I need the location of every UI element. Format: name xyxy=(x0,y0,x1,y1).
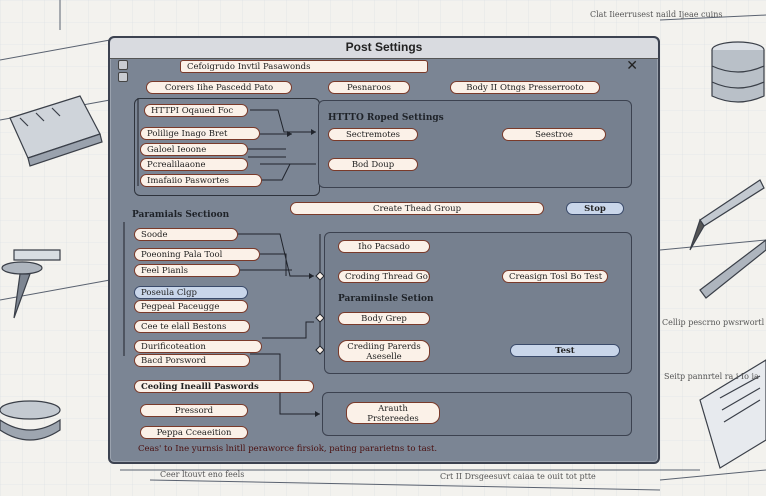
invalid-panel-item[interactable]: Arauth Prstereedes xyxy=(346,402,440,424)
post-settings-window: Post Settings ✕ Cefoigrudo Invtil Pasawo… xyxy=(108,36,660,464)
stop-button[interactable]: Stop xyxy=(566,202,624,215)
footer-text: Ceas' to Ine yurnsis lnitll peraworce fi… xyxy=(138,444,438,454)
left-item-2[interactable]: Polilige Inago Bret xyxy=(140,127,260,140)
left-item-4[interactable]: Pcrealilaaone xyxy=(140,158,248,171)
bg-label-3: Seitp pannrtel ra i Io ia xyxy=(664,372,759,381)
window-title: Post Settings xyxy=(345,40,423,54)
center-item-1[interactable]: Sectremotes xyxy=(328,128,418,141)
param-section-label: Paramials Sectioon xyxy=(132,210,230,220)
param-item-4[interactable]: Poseula Clgp xyxy=(134,286,248,299)
param-item-8[interactable]: Bacd Porsword xyxy=(134,354,250,367)
param-item-2[interactable]: Poeoning Pala Tool xyxy=(134,248,260,261)
create-thread-group-button[interactable]: Create Thead Group xyxy=(290,202,544,215)
window-menu-icon[interactable] xyxy=(118,60,128,70)
top-button-2[interactable]: Pesnaroos xyxy=(328,81,410,94)
search-input[interactable]: Cefoigrudo Invtil Pasawonds xyxy=(180,60,428,73)
right-item-5[interactable]: Crediing Parerds Aseselle xyxy=(338,340,430,362)
right-item-3[interactable]: Creasign Tosl Bo Test xyxy=(502,270,608,283)
right-item-2[interactable]: Croding Thread Gop xyxy=(338,270,430,283)
test-button[interactable]: Test xyxy=(510,344,620,357)
bg-label-5: Crt II Drsgeesuvt caiaa te ouit tot ptte xyxy=(440,472,596,481)
invalid-item-2[interactable]: Peppa Cceaeition xyxy=(140,426,248,439)
top-button-1[interactable]: Corers Iihe Pascedd Pato xyxy=(146,81,292,94)
bg-label-1: Clat Iieerrusest naild Ijeae cuins xyxy=(590,10,723,19)
left-item-5[interactable]: Imafaiio Paswortes xyxy=(140,174,262,187)
invalid-section-label: Ceoling Inealll Paswords xyxy=(134,380,314,393)
http-settings-panel xyxy=(318,100,632,188)
param-item-6[interactable]: Cee te elall Bestons xyxy=(134,320,250,333)
center-item-2[interactable]: Bod Doup xyxy=(328,158,418,171)
center-right-item[interactable]: Seestroe xyxy=(502,128,606,141)
bg-label-2: Cellip pescrno pwsrwortl xyxy=(662,318,765,327)
right-item-1[interactable]: Iho Pacsado xyxy=(338,240,430,253)
param-item-7[interactable]: Durificoteation xyxy=(134,340,262,353)
right-item-4[interactable]: Body Grep xyxy=(338,312,430,325)
left-item-3[interactable]: Galoel Ieoone xyxy=(140,143,248,156)
left-item-1[interactable]: HTTPI Oqaued Foc xyxy=(144,104,248,117)
bg-label-4: Ceer ltouvt eno feels xyxy=(160,470,245,479)
param-item-1[interactable]: Soode xyxy=(134,228,238,241)
window-minimize-icon[interactable] xyxy=(118,72,128,82)
param-item-3[interactable]: Feel Pianls xyxy=(134,264,240,277)
top-button-3[interactable]: Body II Otngs Presserrooto xyxy=(450,81,600,94)
close-icon[interactable]: ✕ xyxy=(626,58,638,74)
param-item-5[interactable]: Pegpeal Paceugge xyxy=(134,300,248,313)
http-settings-header: HTTTO Roped Settings xyxy=(328,113,444,123)
title-bar: Post Settings xyxy=(110,38,658,59)
right-panel-sublabel: Paramiinsle Setion xyxy=(338,294,434,304)
invalid-item-1[interactable]: Pressord xyxy=(140,404,248,417)
